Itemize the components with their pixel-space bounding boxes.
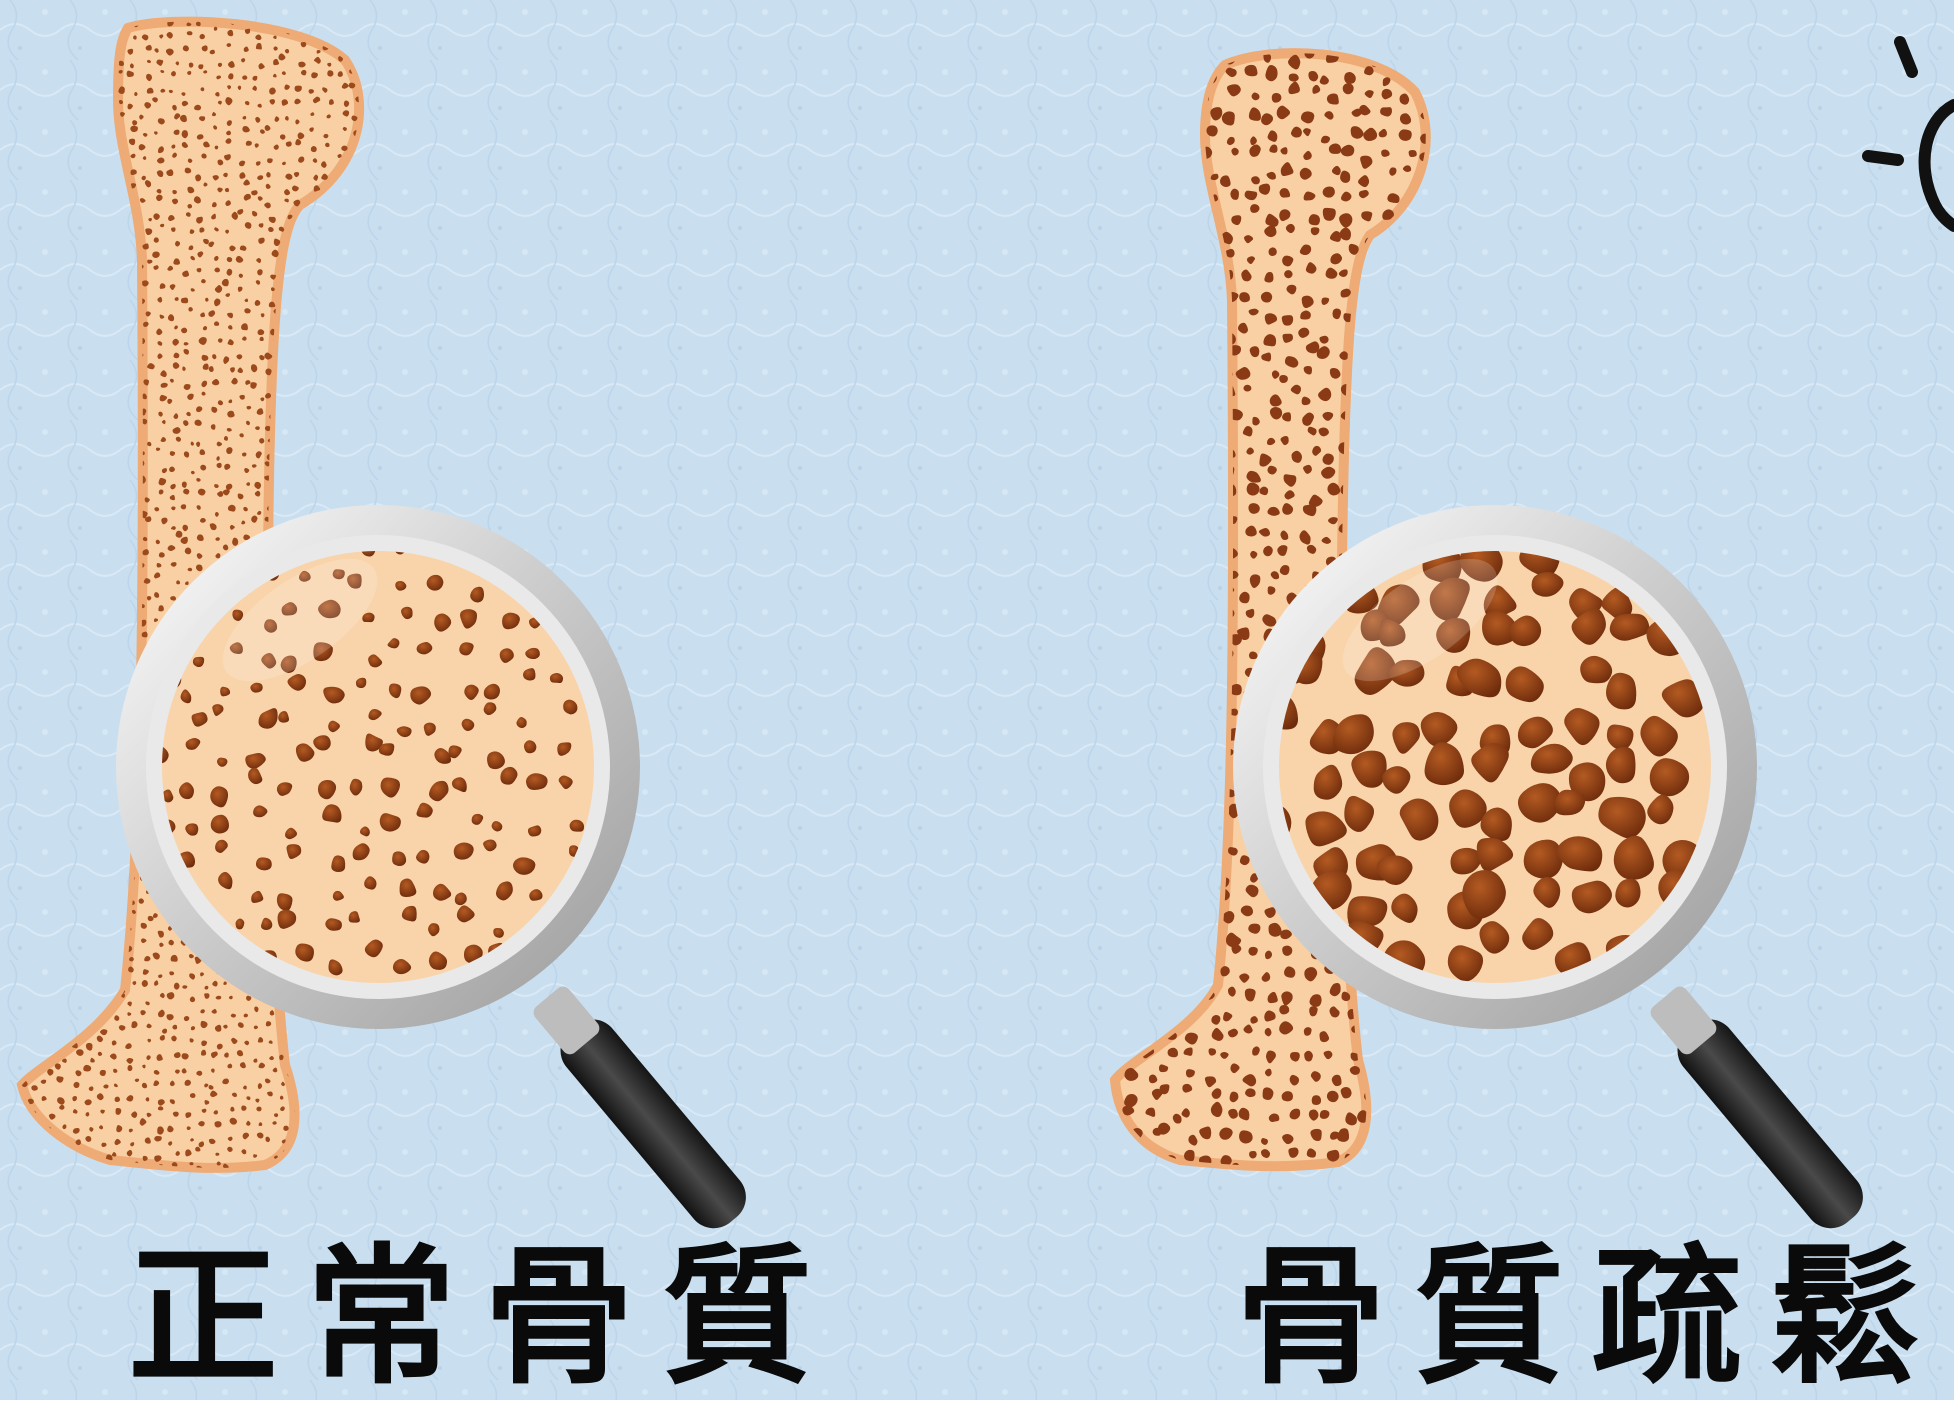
bone-pore xyxy=(1243,385,1251,392)
bone-pore xyxy=(1279,1005,1289,1014)
bone-pore xyxy=(1244,65,1257,76)
bone-pore xyxy=(1279,375,1288,383)
bone-pore xyxy=(154,237,159,242)
bone-pore xyxy=(181,298,188,304)
bone-pore xyxy=(214,27,218,31)
bone-pore xyxy=(215,146,219,150)
bone-pore xyxy=(1309,214,1320,225)
bone-pore xyxy=(286,141,292,146)
bone-pore xyxy=(189,1162,193,1165)
bone-pore xyxy=(1312,1095,1321,1105)
bone-pore xyxy=(1409,150,1417,157)
caption-osteoporosis: 骨質疏鬆 xyxy=(1236,1232,1948,1402)
bone-pore xyxy=(196,22,201,27)
bone-pore xyxy=(127,1065,132,1071)
caption-normal-bone: 正常骨質 xyxy=(128,1232,840,1402)
bone-pore xyxy=(115,1097,120,1102)
bone-pore xyxy=(182,481,187,487)
bone-pore xyxy=(526,773,548,790)
bone-pore xyxy=(1327,93,1339,104)
bone-pore xyxy=(158,605,164,611)
bone-pore xyxy=(130,126,138,132)
bone-pore xyxy=(187,31,193,35)
